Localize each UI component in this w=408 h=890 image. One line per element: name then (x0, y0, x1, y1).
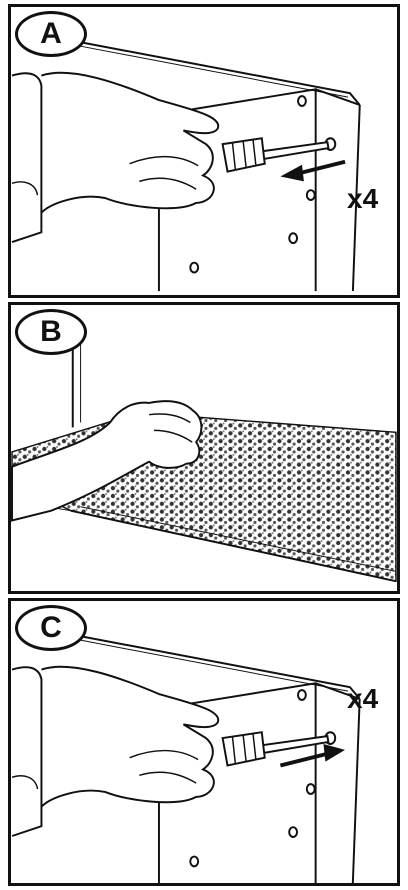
step-panel-a: A x4 (8, 4, 400, 298)
step-label-c: C (15, 605, 87, 651)
step-label-a: A (15, 11, 87, 57)
step-label-b: B (15, 309, 87, 355)
screw-count-label: x4 (347, 683, 378, 715)
step-panel-b: B (8, 302, 400, 594)
screw-count-label: x4 (347, 183, 378, 215)
step-panel-c: C x4 (8, 598, 400, 886)
